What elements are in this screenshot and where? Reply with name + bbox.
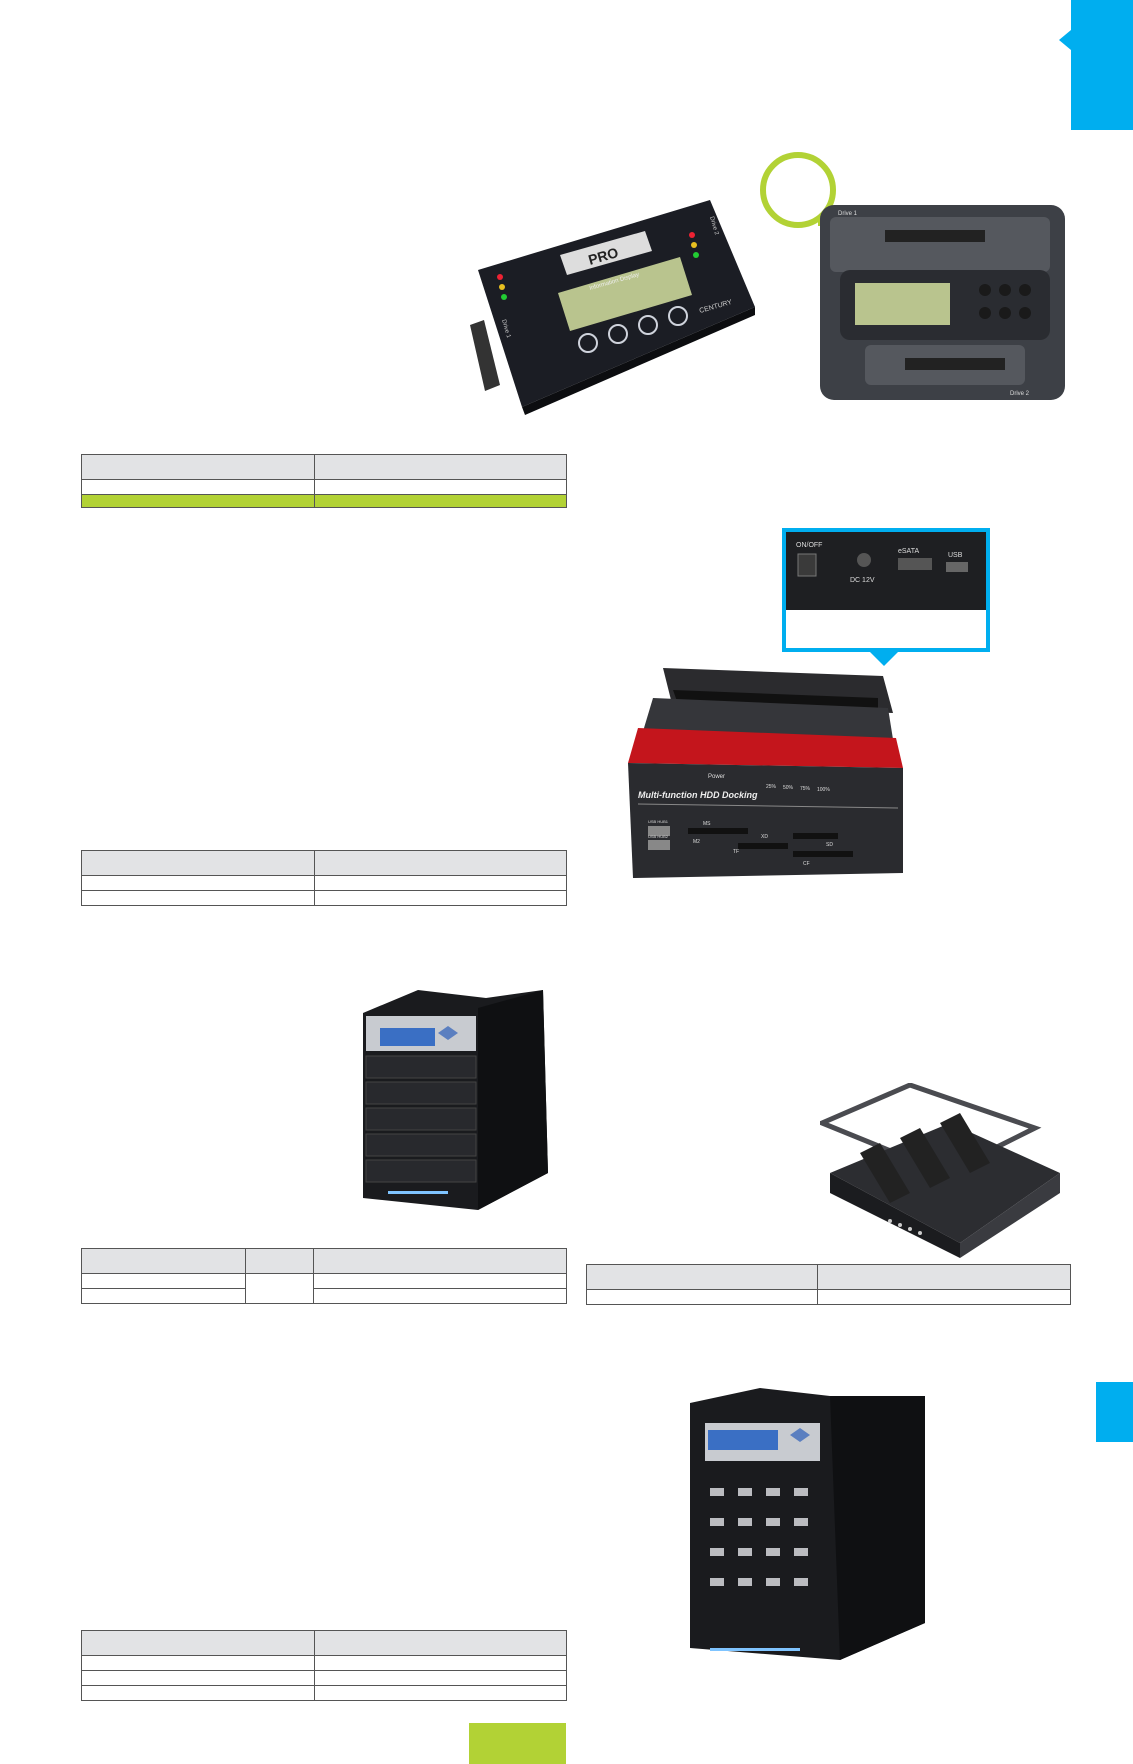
spec-table-1 (81, 454, 567, 508)
spec-table-2 (81, 850, 567, 906)
spec-cell (81, 1273, 246, 1289)
spec-cell (314, 850, 567, 876)
drive1-label: Drive 1 (500, 319, 511, 340)
spec-cell (314, 1685, 567, 1701)
pro-duplicator-image: PRO Information Display CENTURY Drive 1 … (470, 195, 760, 415)
section-tab-top (1071, 0, 1133, 130)
spec-cell (313, 1288, 567, 1304)
spec-cell (81, 454, 315, 480)
page-number-block (469, 1723, 566, 1764)
port-usb-label: USB (948, 552, 963, 559)
drive2-label: Drive 2 (708, 216, 719, 237)
spec-table-3 (81, 1248, 567, 1304)
spec-cell (81, 890, 315, 906)
slot-sd: SD (826, 842, 833, 848)
callout-pointer (870, 652, 898, 666)
progress-25: 25% (766, 784, 777, 790)
slot-m2: M2 (693, 839, 700, 845)
docking-clone-image: Drive 1 Drive 2 (810, 195, 1075, 410)
progress-100: 100% (817, 787, 830, 793)
spec-cell (245, 1248, 314, 1274)
slot-usb-hub1: USB HUB1 (648, 819, 669, 824)
progress-50: 50% (783, 785, 794, 791)
dock-top-label: Drive 1 (838, 211, 858, 217)
spec-cell (245, 1273, 314, 1304)
spec-cell (817, 1289, 1071, 1305)
spec-cell (81, 1670, 315, 1686)
spec-table-4 (586, 1264, 1071, 1305)
spec-cell (313, 1273, 567, 1289)
spec-cell (313, 1248, 567, 1274)
spec-cell (314, 1630, 567, 1656)
usb-tower-image (690, 1388, 930, 1663)
spec-cell (314, 875, 567, 891)
spec-cell (314, 454, 567, 480)
hdd-docking-image: Power 25% 50% 75% 100% Multi-function HD… (628, 668, 923, 883)
spec-cell (81, 1630, 315, 1656)
spec-cell (81, 875, 315, 891)
three-bay-dock-image (820, 1083, 1065, 1258)
dock-bottom-label: Drive 2 (1010, 391, 1030, 397)
section-tab-notch (1059, 30, 1071, 50)
spec-cell (314, 1655, 567, 1671)
port-dc-label: DC 12V (850, 577, 875, 584)
spec-cell (314, 479, 567, 495)
spec-cell (586, 1264, 818, 1290)
spec-cell (81, 850, 315, 876)
highlight-ring (760, 152, 836, 228)
spec-cell (81, 1685, 315, 1701)
slot-ms: MS (703, 821, 711, 827)
spec-cell (586, 1289, 818, 1305)
docking-title: Multi-function HDD Docking (638, 790, 758, 800)
slot-usb-hub2: USB HUB2 (648, 834, 669, 839)
slot-cf: CF (803, 861, 810, 867)
port-callout: ON/OFF DC 12V eSATA USB (782, 528, 990, 652)
spec-cell (81, 1288, 246, 1304)
spec-cell (314, 1670, 567, 1686)
section-tab-middle (1096, 1382, 1133, 1442)
spec-cell (81, 1655, 315, 1671)
spec-table-5 (81, 1630, 567, 1701)
progress-75: 75% (800, 786, 811, 792)
power-label: Power (708, 774, 725, 780)
port-esata-label: eSATA (898, 548, 919, 555)
spec-cell (81, 1248, 246, 1274)
spec-cell (314, 890, 567, 906)
spec-cell (817, 1264, 1071, 1290)
spec-cell (81, 494, 315, 508)
spec-cell (314, 494, 567, 508)
port-onoff-label: ON/OFF (796, 542, 822, 549)
spec-cell (81, 479, 315, 495)
hdd-tower-image (358, 988, 548, 1213)
slot-xd: XD (761, 834, 768, 840)
slot-tf: TF (733, 849, 739, 855)
